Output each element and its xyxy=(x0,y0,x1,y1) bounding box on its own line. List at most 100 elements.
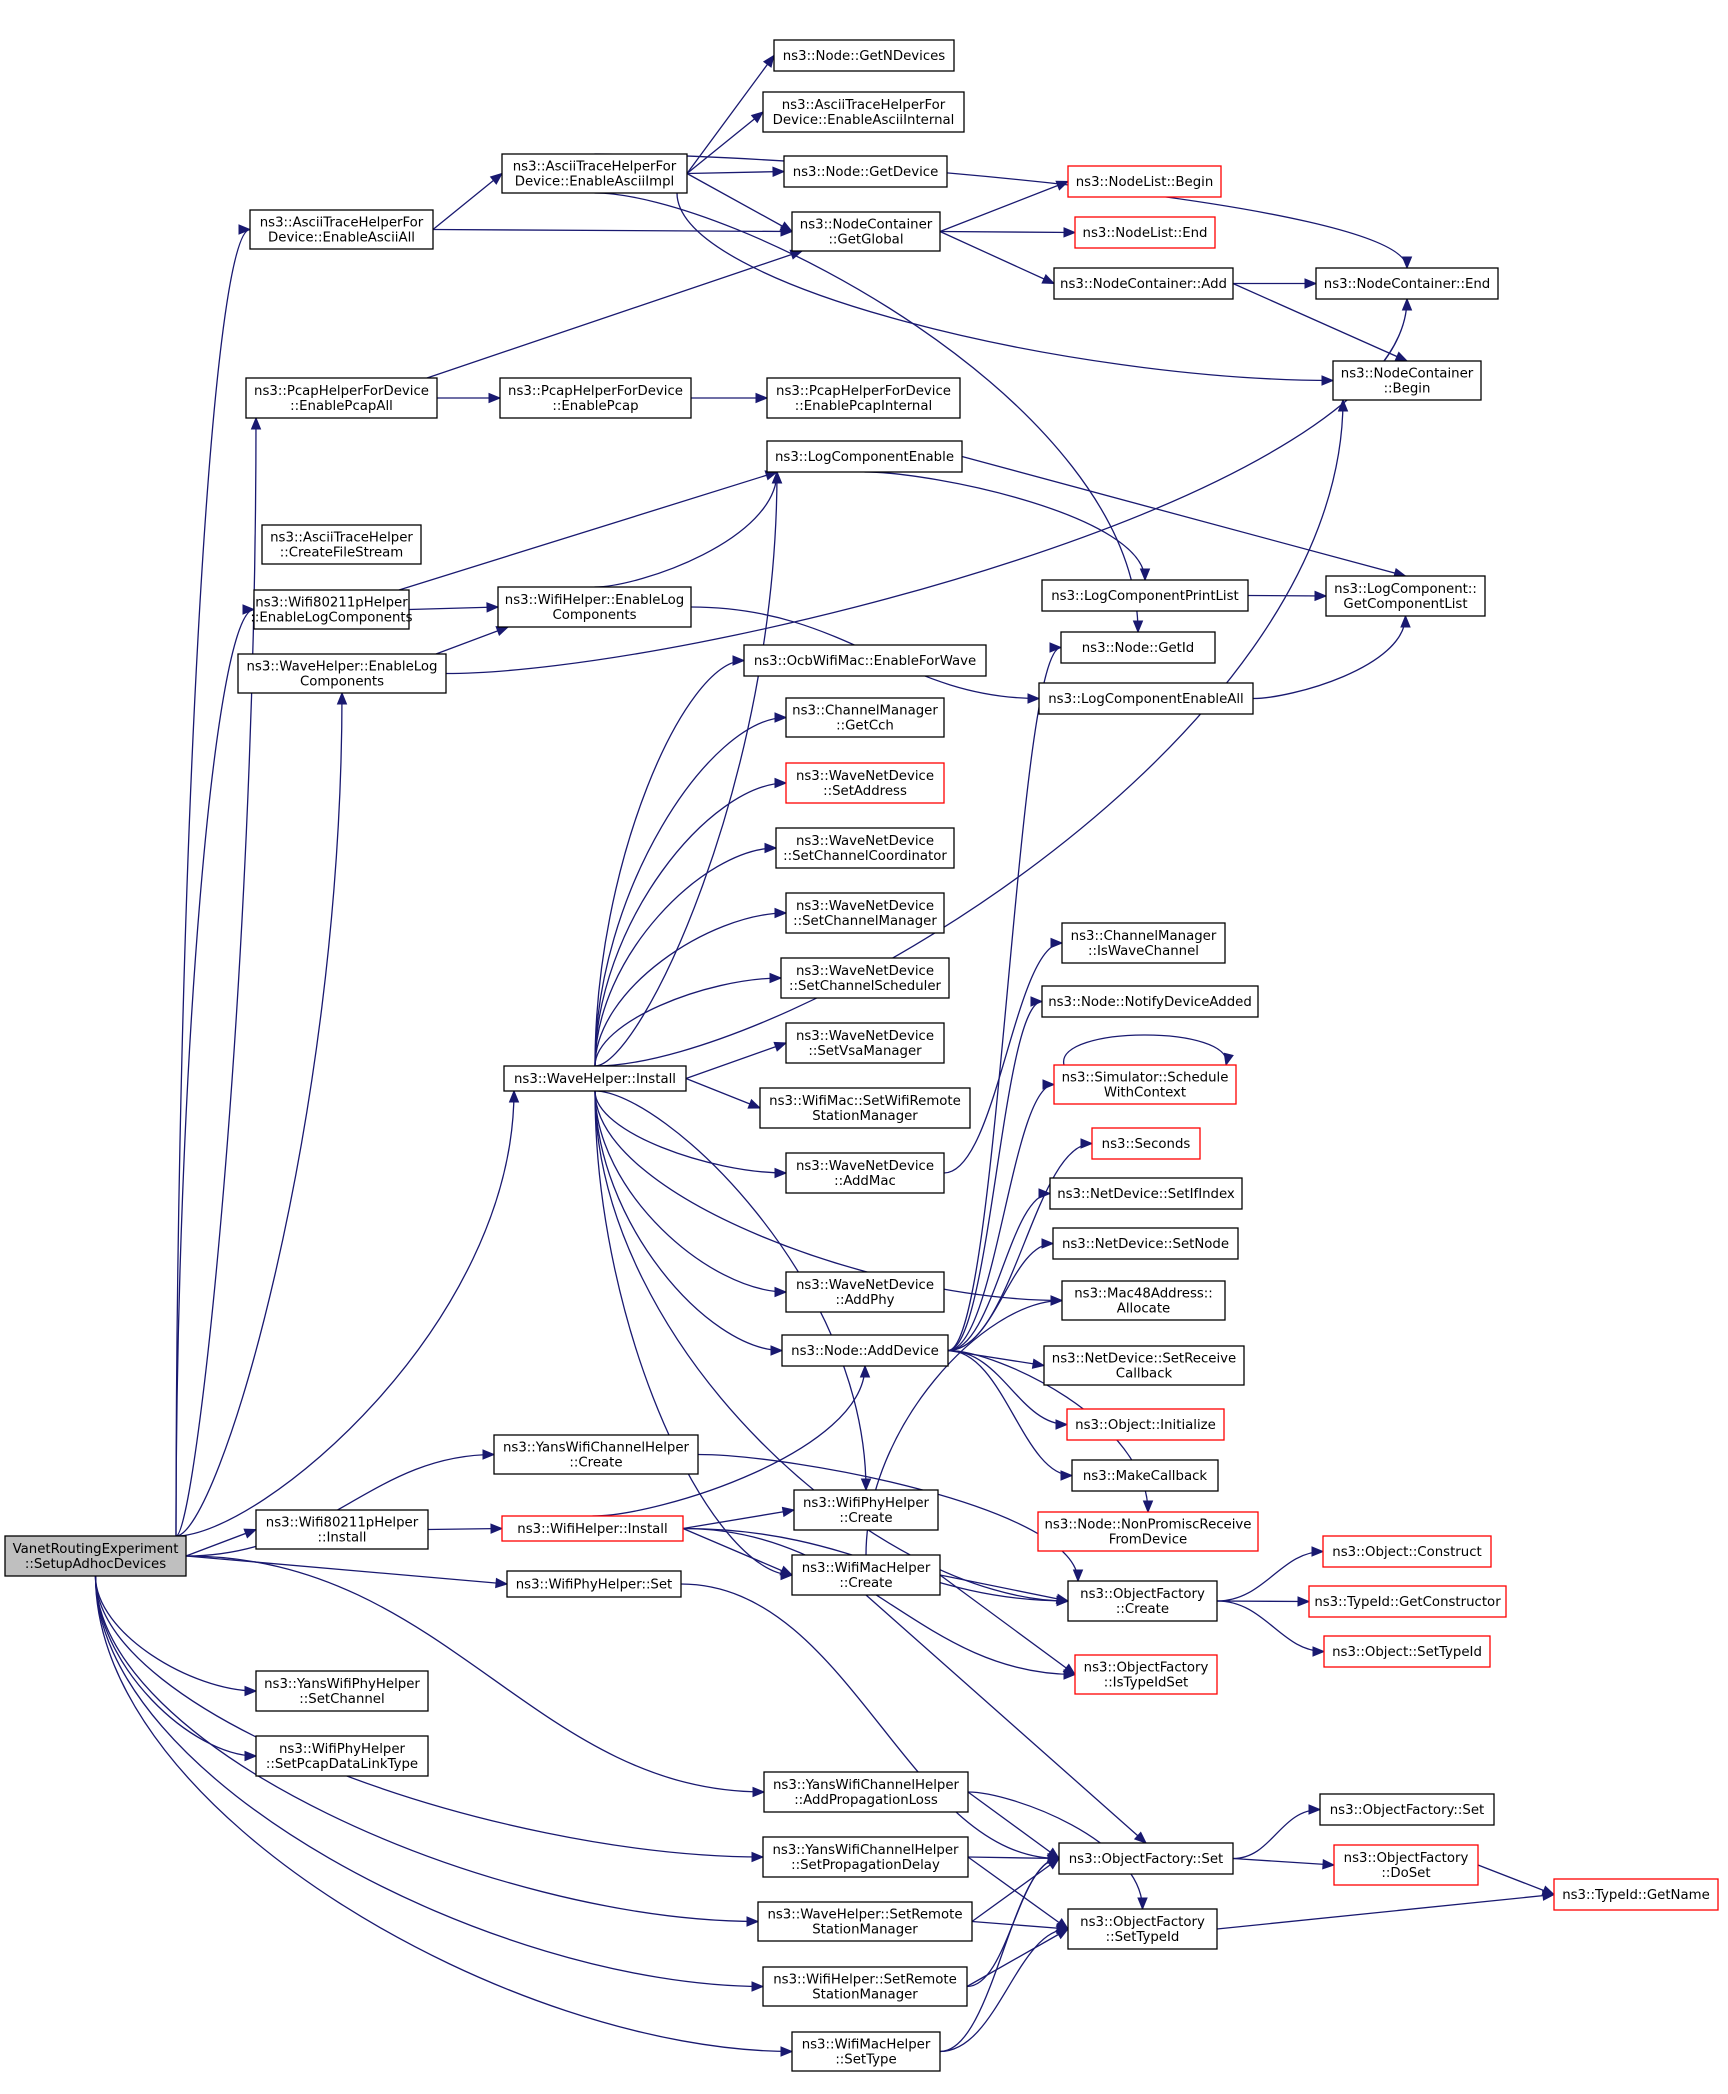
node-label: ::Create xyxy=(839,1576,892,1591)
edge-line xyxy=(594,659,745,1067)
node-type-id-get-name[interactable]: ns3::TypeId::GetName xyxy=(1553,1878,1719,1911)
node-pcap-all[interactable]: ns3::PcapHelperForDevice::EnablePcapAll xyxy=(245,377,438,419)
node-object-factory-set-type-id[interactable]: ns3::ObjectFactory::SetTypeId xyxy=(1067,1908,1218,1950)
node-wifi-mac-set-remote[interactable]: ns3::WifiMac::SetWifiRemoteStationManage… xyxy=(759,1087,971,1129)
node-label: ns3::PcapHelperForDevice xyxy=(508,384,683,399)
edge-wifi-phy-helper-set-to-object-factory-set xyxy=(680,1583,1061,1864)
node-node-add-device[interactable]: ns3::Node::AddDevice xyxy=(781,1334,949,1367)
node-node-get-device[interactable]: ns3::Node::GetDevice xyxy=(783,155,948,188)
node-node-container-end[interactable]: ns3::NodeContainer::End xyxy=(1315,267,1499,300)
node-log-component-enable[interactable]: ns3::LogComponentEnable xyxy=(766,440,963,473)
edge-line xyxy=(686,55,775,174)
node-node-list-begin[interactable]: ns3::NodeList::Begin xyxy=(1067,165,1222,198)
node-seconds[interactable]: ns3::Seconds xyxy=(1091,1127,1201,1160)
node-create-file-stream[interactable]: ns3::AsciiTraceHelper::CreateFileStream xyxy=(261,524,422,565)
node-object-factory-set[interactable]: ns3::ObjectFactory::Set xyxy=(1058,1842,1234,1875)
node-pcap[interactable]: ns3::PcapHelperForDevice::EnablePcap xyxy=(499,377,692,419)
node-wifi-phy-helper-set[interactable]: ns3::WifiPhyHelper::Set xyxy=(506,1570,682,1598)
node-wave-helper-log[interactable]: ns3::WaveHelper::EnableLogComponents xyxy=(237,653,447,694)
edge-arrowhead xyxy=(1312,1646,1326,1657)
node-channel-manager-get-cch[interactable]: ns3::ChannelManager::GetCch xyxy=(785,697,945,738)
node-box xyxy=(1325,575,1486,617)
node-wave-set-channel-manager[interactable]: ns3::WaveNetDevice::SetChannelManager xyxy=(785,892,945,934)
edge-arrowhead xyxy=(1038,1188,1052,1199)
node-log-component-enable-all[interactable]: ns3::LogComponentEnableAll xyxy=(1038,682,1254,715)
node-label: ::SetTypeId xyxy=(1106,1930,1180,1945)
edge-line xyxy=(594,782,787,1067)
node-box xyxy=(1049,1177,1243,1210)
node-label: ns3::LogComponentEnableAll xyxy=(1048,692,1244,707)
node-wave-set-address[interactable]: ns3::WaveNetDevice::SetAddress xyxy=(785,762,945,804)
node-set-node[interactable]: ns3::NetDevice::SetNode xyxy=(1052,1227,1239,1260)
edge-arrowhead xyxy=(238,224,252,235)
node-set-propagation-delay[interactable]: ns3::YansWifiChannelHelper::SetPropagati… xyxy=(762,1836,969,1878)
node-node-get-id[interactable]: ns3::Node::GetId xyxy=(1060,631,1216,664)
node-wave-add-phy[interactable]: ns3::WaveNetDevice::AddPhy xyxy=(785,1271,945,1313)
node-is-wave-channel[interactable]: ns3::ChannelManager::IsWaveChannel xyxy=(1061,922,1226,964)
node-label: ns3::ObjectFactory::Set xyxy=(1330,1803,1484,1818)
edge-line xyxy=(865,1594,1147,1844)
node-node-list-end[interactable]: ns3::NodeList::End xyxy=(1074,216,1216,249)
edge-root-to-ascii-all xyxy=(175,224,252,1537)
node-wave-set-vsa-manager[interactable]: ns3::WaveNetDevice::SetVsaManager xyxy=(785,1022,945,1064)
node-log-component-print-list[interactable]: ns3::LogComponentPrintList xyxy=(1041,579,1249,612)
node-wifi80211p-install[interactable]: ns3::Wifi80211pHelper::Install xyxy=(255,1509,429,1550)
node-notify-device-added[interactable]: ns3::Node::NotifyDeviceAdded xyxy=(1041,985,1259,1018)
node-ascii-internal[interactable]: ns3::AsciiTraceHelperForDevice::EnableAs… xyxy=(762,91,965,133)
node-add-propagation-loss[interactable]: ns3::YansWifiChannelHelper::AddPropagati… xyxy=(763,1771,969,1813)
node-wave-set-channel-scheduler[interactable]: ns3::WaveNetDevice::SetChannelScheduler xyxy=(780,957,950,999)
edge-line xyxy=(947,1192,1051,1352)
edge-arrowhead xyxy=(1337,398,1349,412)
node-root[interactable]: VanetRoutingExperiment::SetupAdhocDevice… xyxy=(4,1535,187,1577)
node-box xyxy=(791,2031,941,2072)
node-ascii-impl[interactable]: ns3::AsciiTraceHelperForDevice::EnableAs… xyxy=(501,153,688,194)
node-label: ns3::ObjectFactory xyxy=(1080,1587,1205,1602)
node-is-type-id-set[interactable]: ns3::ObjectFactory::IsTypeIdSet xyxy=(1074,1654,1218,1695)
node-mac48-allocate[interactable]: ns3::Mac48Address::Allocate xyxy=(1061,1280,1226,1321)
node-set-pcap-data-link-type[interactable]: ns3::WifiPhyHelper::SetPcapDataLinkType xyxy=(255,1735,429,1777)
node-object-factory-set-simple[interactable]: ns3::ObjectFactory::Set xyxy=(1319,1793,1495,1826)
node-get-component-list[interactable]: ns3::LogComponent::GetComponentList xyxy=(1325,575,1486,617)
node-wifi-phy-helper-create[interactable]: ns3::WifiPhyHelper::Create xyxy=(793,1489,939,1531)
node-wave-add-mac[interactable]: ns3::WaveNetDevice::AddMac xyxy=(785,1152,945,1194)
node-wifi-helper-log[interactable]: ns3::WifiHelper::EnableLogComponents xyxy=(497,586,692,628)
edge-arrowhead xyxy=(750,111,765,124)
node-ascii-all[interactable]: ns3::AsciiTraceHelperForDevice::EnableAs… xyxy=(249,209,434,250)
edge-node-container-get-global-to-node-list-begin xyxy=(939,180,1070,233)
node-wave-set-channel-coordinator[interactable]: ns3::WaveNetDevice::SetChannelCoordinato… xyxy=(775,827,955,869)
node-label: ns3::WaveNetDevice xyxy=(796,1159,934,1174)
node-make-callback[interactable]: ns3::MakeCallback xyxy=(1071,1459,1219,1492)
node-wave-helper-install[interactable]: ns3::WaveHelper::Install xyxy=(503,1065,687,1092)
node-set-if-index[interactable]: ns3::NetDevice::SetIfIndex xyxy=(1049,1177,1243,1210)
call-graph-nodes: VanetRoutingExperiment::SetupAdhocDevice… xyxy=(4,39,1719,2072)
node-object-set-type-id[interactable]: ns3::Object::SetTypeId xyxy=(1323,1635,1491,1668)
node-wifi-mac-helper-set-type[interactable]: ns3::WifiMacHelper::SetType xyxy=(791,2031,941,2072)
node-pcap-internal[interactable]: ns3::PcapHelperForDevice::EnablePcapInte… xyxy=(766,377,961,419)
node-node-container-get-global[interactable]: ns3::NodeContainer::GetGlobal xyxy=(791,211,941,252)
node-label: ns3::WaveNetDevice xyxy=(796,1029,934,1044)
node-node-container-begin[interactable]: ns3::NodeContainer::Begin xyxy=(1332,360,1482,401)
node-ocb-enable-for-wave[interactable]: ns3::OcbWifiMac::EnableForWave xyxy=(743,644,987,677)
node-do-set[interactable]: ns3::ObjectFactory::DoSet xyxy=(1333,1844,1479,1886)
node-wifi-helper-install[interactable]: ns3::WifiHelper::Install xyxy=(501,1515,684,1542)
node-get-constructor[interactable]: ns3::TypeId::GetConstructor xyxy=(1308,1585,1507,1618)
node-object-construct[interactable]: ns3::Object::Construct xyxy=(1322,1535,1492,1568)
edge-line xyxy=(175,608,255,1537)
node-object-initialize[interactable]: ns3::Object::Initialize xyxy=(1066,1408,1225,1441)
edge-root-to-pcap-all xyxy=(175,416,262,1537)
node-wifi-mac-helper-create[interactable]: ns3::WifiMacHelper::Create xyxy=(791,1554,941,1596)
node-yans-phy-set-channel[interactable]: ns3::YansWifiPhyHelper::SetChannel xyxy=(255,1670,429,1712)
node-label: ::AddPhy xyxy=(835,1293,894,1308)
edge-wave-helper-install-to-node-container-begin xyxy=(594,398,1349,1067)
edge-line xyxy=(594,399,1344,1067)
node-yans-channel-create[interactable]: ns3::YansWifiChannelHelper::Create xyxy=(493,1434,699,1475)
node-object-factory-create[interactable]: ns3::ObjectFactory::Create xyxy=(1067,1580,1218,1622)
node-node-get-ndevices[interactable]: ns3::Node::GetNDevices xyxy=(773,39,955,72)
node-wifi80211p-log[interactable]: ns3::Wifi80211pHelper::EnableLogComponen… xyxy=(250,589,413,630)
node-node-container-add[interactable]: ns3::NodeContainer::Add xyxy=(1053,267,1234,300)
